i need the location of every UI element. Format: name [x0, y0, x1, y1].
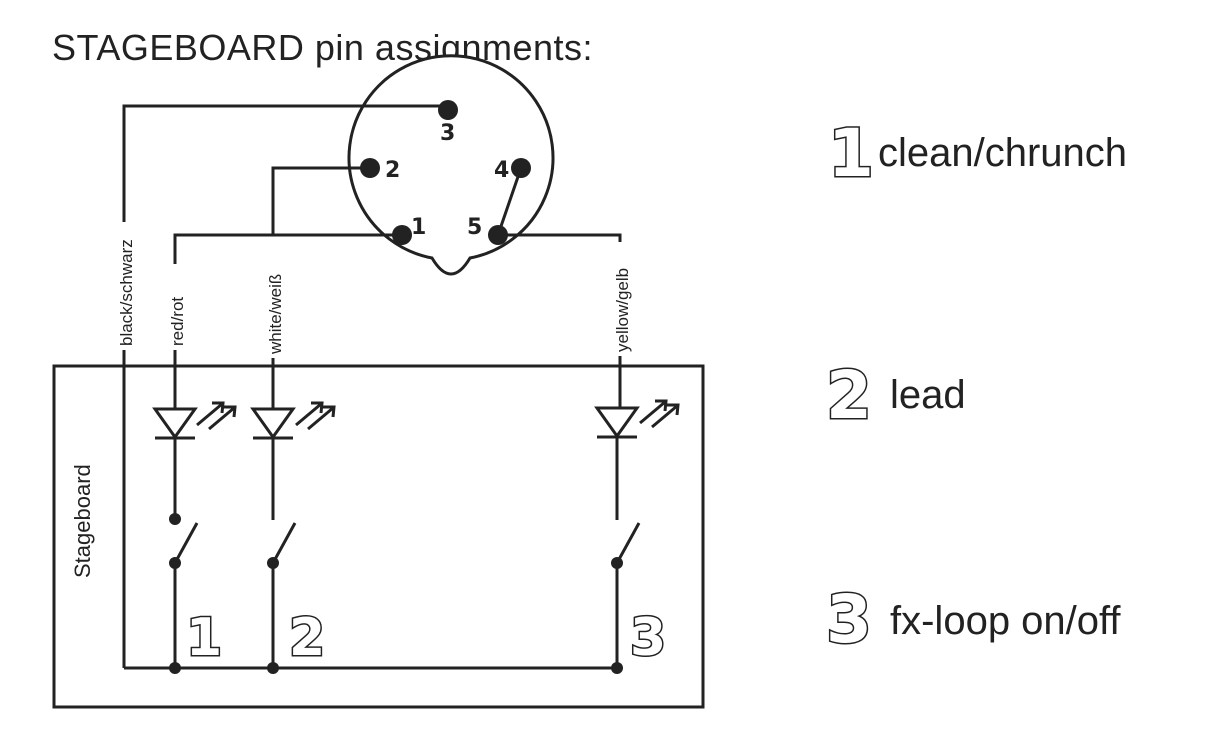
switch-1-icon: [173, 522, 199, 564]
switch-number-1: 1: [186, 608, 222, 668]
white-wire-top: [271, 166, 370, 236]
legend-number-2: 2: [826, 357, 872, 434]
stageboard-label: Stageboard: [70, 464, 95, 578]
pin-3-label: 3: [440, 121, 455, 146]
page-title: STAGEBOARD pin assignments:: [52, 27, 593, 68]
switch-number-2: 2: [289, 608, 325, 668]
din-connector: 3 2 4 1 5: [347, 54, 555, 276]
channel-3: [594, 399, 680, 674]
legend-label-2: lead: [890, 373, 966, 417]
pin-4-5-bridge: [496, 167, 523, 236]
legend-number-1: 1: [828, 115, 874, 192]
switch-2-icon: [271, 522, 297, 564]
wire-label-yellow: yellow/gelb: [613, 268, 632, 352]
channel-2: [250, 401, 336, 674]
wire-label-black: black/schwarz: [117, 239, 136, 346]
black-wire-top: [122, 104, 448, 222]
switch-3-icon: [615, 522, 641, 564]
pin-3-dot: [438, 100, 458, 120]
led-2-icon: [250, 407, 296, 440]
switch-number-3: 3: [630, 608, 666, 668]
legend: 1 clean/chrunch 2 lead 3 fx-loop on/off: [825, 114, 1128, 660]
legend-label-3: fx-loop on/off: [890, 599, 1121, 643]
pin-2-label: 2: [385, 158, 400, 183]
stageboard-box: [52, 364, 705, 709]
legend-number-3: 3: [826, 581, 872, 658]
wire-label-red: red/rot: [168, 297, 187, 346]
led-1-icon: [152, 407, 198, 440]
wire-label-white: white/weiß: [266, 274, 285, 355]
channel-1: [152, 401, 237, 674]
pin-4-label: 4: [494, 158, 509, 183]
pin-5-label: 5: [467, 215, 482, 240]
pin-1-label: 1: [411, 215, 426, 240]
led-3-icon: [594, 406, 640, 439]
red-wire-top: [173, 233, 402, 264]
legend-label-1: clean/chrunch: [878, 131, 1127, 175]
yellow-wire-top: [498, 233, 622, 242]
